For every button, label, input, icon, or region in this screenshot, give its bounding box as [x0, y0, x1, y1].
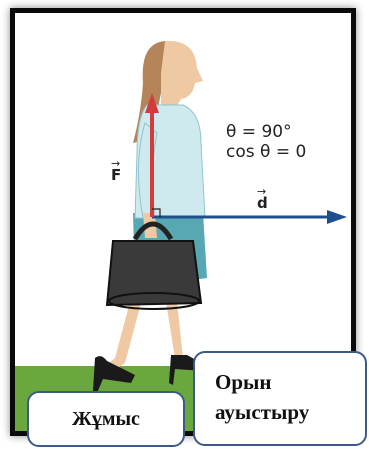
- displacement-term-line2: ауыстыру: [215, 397, 365, 427]
- vector-arrow-icon: →: [111, 157, 120, 170]
- displacement-arrow-head: [327, 210, 347, 224]
- displacement-term-line1: Орын: [215, 367, 365, 397]
- vector-arrow-icon: →: [257, 185, 266, 198]
- cos-value: cos θ = 0: [226, 142, 306, 162]
- displacement-label: → d: [257, 194, 268, 212]
- displacement-term-label: Орын ауыстыру: [193, 351, 367, 446]
- theta-value: θ = 90°: [226, 122, 292, 142]
- work-label: Жұмыс: [27, 391, 185, 447]
- work-label-text: Жұмыс: [72, 408, 140, 431]
- head: [161, 41, 203, 109]
- force-label: → F: [111, 166, 121, 184]
